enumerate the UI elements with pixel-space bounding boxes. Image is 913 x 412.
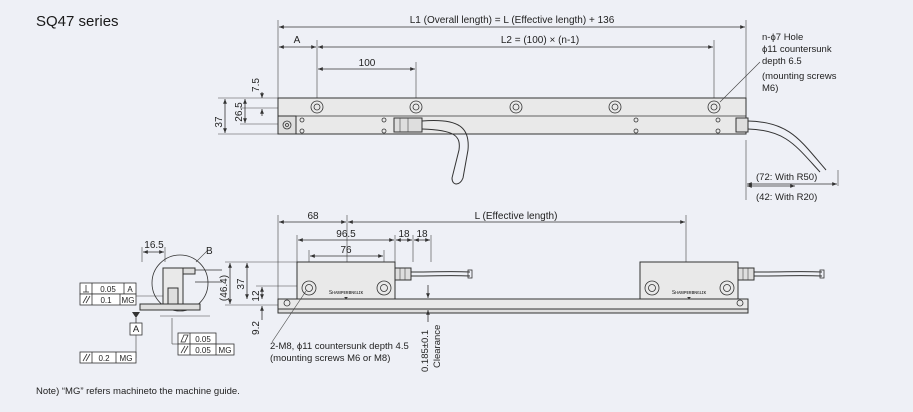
- tol-flat-value: 0.05: [195, 335, 211, 344]
- pitch-label: 100: [359, 58, 376, 69]
- head2-brand: Sʜᴀᴍᴘᴇʀʙɴɢʟɪᴋ: [672, 290, 707, 296]
- overall-length-label: L1 (Overall length) = L (Effective lengt…: [410, 15, 615, 26]
- hole-callout-5: M6): [762, 83, 778, 94]
- hole-callout-2: ϕ11 countersunk: [762, 44, 832, 55]
- dim-464-label: (46.4): [219, 275, 230, 301]
- offset-68-label: 68: [307, 211, 319, 222]
- dim-18a-label: 18: [398, 229, 410, 240]
- m8-callout-2: (mounting screws M6 or M8): [270, 353, 390, 364]
- front-view: 68 L (Effective length) 96.5 18 18 76 (4…: [219, 211, 825, 372]
- dim-965-label: 96.5: [336, 229, 356, 240]
- dim-37-label: 37: [236, 278, 247, 290]
- side-section-view: 16.5 B A 0.05 A 0.1 MG: [79, 240, 235, 364]
- clearance-value: 0.185±0.1: [420, 330, 431, 372]
- series-title: SQ47 series: [36, 13, 119, 30]
- clearance-label: Clearance: [432, 325, 443, 368]
- height-37-label: 37: [214, 116, 225, 128]
- l2-label: L2 = (100) × (n-1): [501, 35, 579, 46]
- tol-par2-value: 0.05: [195, 346, 211, 355]
- bend-r20-label: (42: With R20): [756, 192, 817, 203]
- detail-b-label: B: [206, 246, 213, 257]
- hole-callout-4: (mounting screws: [762, 71, 837, 82]
- height-265-label: 26.5: [234, 102, 245, 122]
- tol-par-value: 0.1: [100, 296, 112, 305]
- tol-par3-ref: MG: [120, 354, 133, 363]
- datum-a-label: A: [133, 324, 140, 335]
- tol-perp-ref: A: [127, 285, 133, 294]
- mounting-holes: [310, 100, 721, 114]
- hole-callout-1: n-ϕ7 Hole: [762, 32, 803, 43]
- footnote: Note) “MG” refers machineto the machine …: [36, 386, 240, 397]
- dim-18b-label: 18: [416, 229, 428, 240]
- tol-par2-ref: MG: [219, 346, 232, 355]
- bend-r50-label: (72: With R50): [756, 172, 817, 183]
- tol-par3-value: 0.2: [98, 354, 110, 363]
- tol-par-ref: MG: [122, 296, 135, 305]
- effective-length-label: L (Effective length): [475, 211, 558, 222]
- tol-perp-value: 0.05: [100, 285, 116, 294]
- width-165-label: 16.5: [144, 240, 164, 251]
- dim-92-label: 9.2: [251, 321, 262, 335]
- top-view: L1 (Overall length) = L (Effective lengt…: [214, 15, 839, 203]
- head1-brand: Sʜᴀᴍᴘᴇʀʙɴɢʟɪᴋ: [329, 290, 364, 296]
- dim-a-label: A: [294, 35, 301, 46]
- dim-12-label: 12: [251, 290, 262, 302]
- dim-76-label: 76: [340, 245, 352, 256]
- hole-callout-3: depth 6.5: [762, 56, 802, 67]
- hole-offset-label: 7.5: [251, 78, 262, 92]
- m8-callout-1: 2-M8, ϕ11 countersunk depth 4.5: [270, 341, 409, 352]
